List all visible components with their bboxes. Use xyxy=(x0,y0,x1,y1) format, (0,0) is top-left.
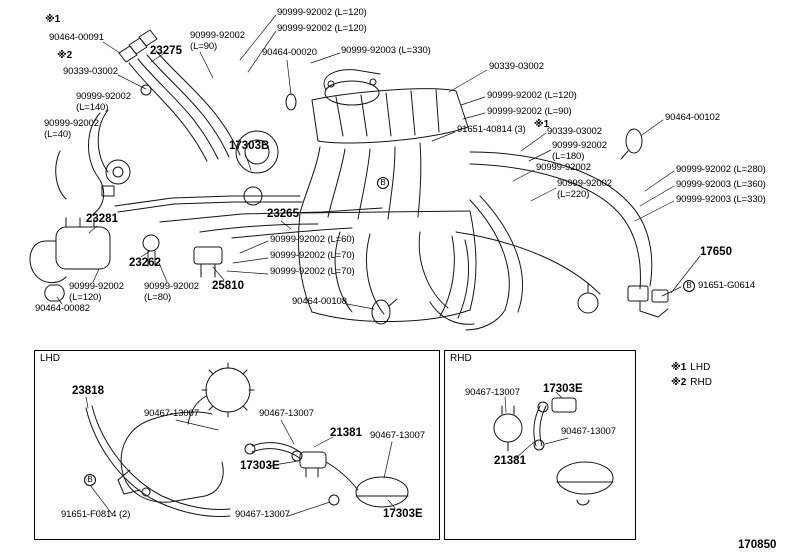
inset-title-lhd: LHD xyxy=(40,353,61,364)
inset-rhd-art xyxy=(493,397,614,506)
part-label: 17303E xyxy=(240,460,280,472)
leader-lines-art xyxy=(56,14,701,517)
part-label: 23265 xyxy=(267,208,299,220)
vacuum-pipes-art xyxy=(114,195,475,325)
part-label: 90999-92002 (L=40) xyxy=(44,118,99,140)
inset-box-rhd xyxy=(444,350,636,540)
part-label: 90467-13007 xyxy=(561,426,616,437)
part-label: 90339-03002 xyxy=(63,66,118,77)
callout-letter: B xyxy=(686,281,692,290)
part-label: 23818 xyxy=(72,385,104,397)
part-label: 17303B xyxy=(229,140,270,152)
inset-lhd-art xyxy=(85,362,409,517)
part-label: 90999-92002 (L=120) xyxy=(277,7,367,18)
part-label: 90467-13007 xyxy=(259,408,314,419)
legend-row-rhd: ※2 RHD xyxy=(671,376,712,391)
part-label: 90999-92002 (L=220) xyxy=(557,178,612,200)
part-label: 17303E xyxy=(383,508,423,520)
part-label: 90467-13007 xyxy=(465,387,520,398)
part-label: 90999-92002 (L=280) xyxy=(676,164,766,175)
callout-letter: B xyxy=(87,475,93,484)
right-hoses-art xyxy=(285,93,669,331)
callout-b-circle: B xyxy=(683,280,695,292)
part-label: 25810 xyxy=(212,280,244,292)
part-label: 90999-92002 xyxy=(536,162,591,173)
part-label: 90999-92002 (L=120) xyxy=(277,23,367,34)
part-label: 90999-92003 (L=330) xyxy=(676,194,766,205)
note-marker: ※2 xyxy=(57,50,73,61)
part-label: 90999-92002 (L=180) xyxy=(552,140,607,162)
part-label: 23262 xyxy=(129,257,161,269)
callout-b-circle: B xyxy=(84,474,96,486)
part-label: 90464-00102 xyxy=(665,112,720,123)
drawing-number: 170850 xyxy=(738,539,777,551)
part-label: 90464-00108 xyxy=(292,296,347,307)
part-label: 21381 xyxy=(330,427,362,439)
part-label: 17303E xyxy=(543,383,583,395)
legend-label-lhd: LHD xyxy=(690,362,711,373)
part-label: 90339-03002 xyxy=(547,126,602,137)
part-label: 90999-92002 (L=70) xyxy=(270,250,355,261)
part-label: 23275 xyxy=(150,45,182,57)
note-marker: ※1 xyxy=(534,119,550,130)
callout-letter: B xyxy=(380,178,386,187)
part-label: 90999-92002 (L=120) xyxy=(69,281,124,303)
part-label: 91651-F0814 (2) xyxy=(61,509,131,520)
legend-label-rhd: RHD xyxy=(690,376,712,388)
inset-title-rhd: RHD xyxy=(450,353,472,364)
left-components-art xyxy=(29,109,223,302)
legend-row-lhd: ※1 LHD xyxy=(671,361,712,376)
callout-b-circle: B xyxy=(377,177,389,189)
part-label: 23281 xyxy=(86,213,118,225)
part-label: 90999-92003 (L=330) xyxy=(341,45,431,56)
part-label: 90999-92002 (L=90) xyxy=(190,30,245,52)
part-label: 90999-92002 (L=120) xyxy=(487,90,577,101)
part-label: 90999-92002 (L=80) xyxy=(144,281,199,303)
part-label: 90999-92002 (L=60) xyxy=(270,234,355,245)
part-label: 90999-92002 (L=140) xyxy=(76,91,131,113)
part-label: 17650 xyxy=(700,246,732,258)
part-label: 90999-92002 (L=90) xyxy=(487,106,572,117)
part-label: 90464-00091 xyxy=(49,32,104,43)
part-label: 90467-13007 xyxy=(370,430,425,441)
part-label: 90999-92002 (L=70) xyxy=(270,266,355,277)
part-label: 90464-00020 xyxy=(262,47,317,58)
note-marker: ※1 xyxy=(45,14,61,25)
inset-box-lhd xyxy=(34,350,440,540)
part-label: 90339-03002 xyxy=(489,61,544,72)
part-label: 90999-92003 (L=360) xyxy=(676,179,766,190)
part-label: 21381 xyxy=(494,455,526,467)
part-label: 91651-40814 (3) xyxy=(457,124,526,135)
legend-marker-1: ※1 xyxy=(671,362,687,373)
part-label: 90464-00082 xyxy=(35,303,90,314)
part-label: 90467-13007 xyxy=(144,408,199,419)
legend: ※1 LHD ※2 RHD xyxy=(671,361,712,390)
ignition-wires-art xyxy=(118,29,241,162)
part-label: 91651-G0614 xyxy=(698,280,756,291)
part-label: 90467-13007 xyxy=(235,509,290,520)
legend-marker-2: ※2 xyxy=(671,376,687,388)
